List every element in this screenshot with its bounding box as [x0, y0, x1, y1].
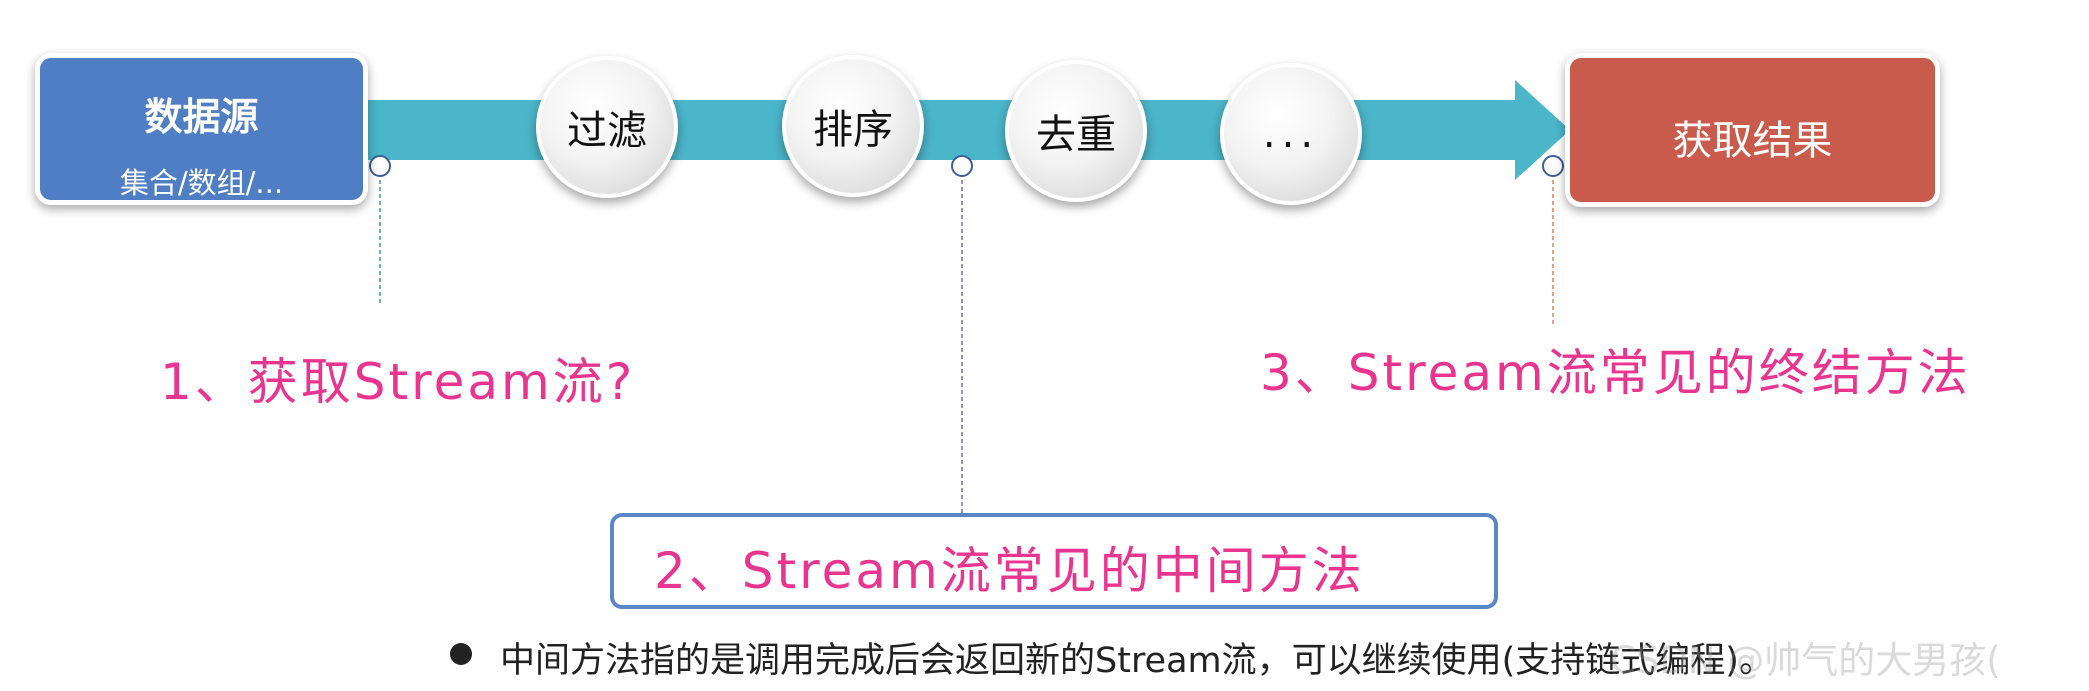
annotation-terminal-methods: 3、Stream流常见的终结方法	[1260, 344, 1971, 402]
source-subtitle: 集合/数组/...	[119, 166, 284, 200]
result-box: 获取结果	[1565, 53, 1940, 207]
connector-node-2	[951, 155, 973, 177]
step-more: ...	[1220, 63, 1362, 205]
step-filter: 过滤	[536, 56, 678, 198]
intermediate-methods-box: 2、Stream流常见的中间方法	[610, 513, 1498, 609]
source-box: 数据源 集合/数组/...	[35, 53, 368, 205]
step-sort: 排序	[782, 55, 924, 197]
step-dedup: 去重	[1005, 60, 1147, 202]
annotation-intermediate-methods: 2、Stream流常见的中间方法	[654, 542, 1365, 600]
connector-node-1	[369, 155, 391, 177]
source-title: 数据源	[144, 95, 259, 139]
watermark: CSDN @帅气的大男孩(	[1610, 639, 2001, 682]
bullet-dot	[450, 643, 472, 665]
result-label: 获取结果	[1672, 118, 1833, 164]
bullet-text: 中间方法指的是调用完成后会返回新的Stream流，可以继续使用(支持链式编程)。	[500, 641, 1774, 681]
connector-node-3	[1542, 155, 1564, 177]
annotation-get-stream: 1、获取Stream流?	[160, 353, 636, 411]
